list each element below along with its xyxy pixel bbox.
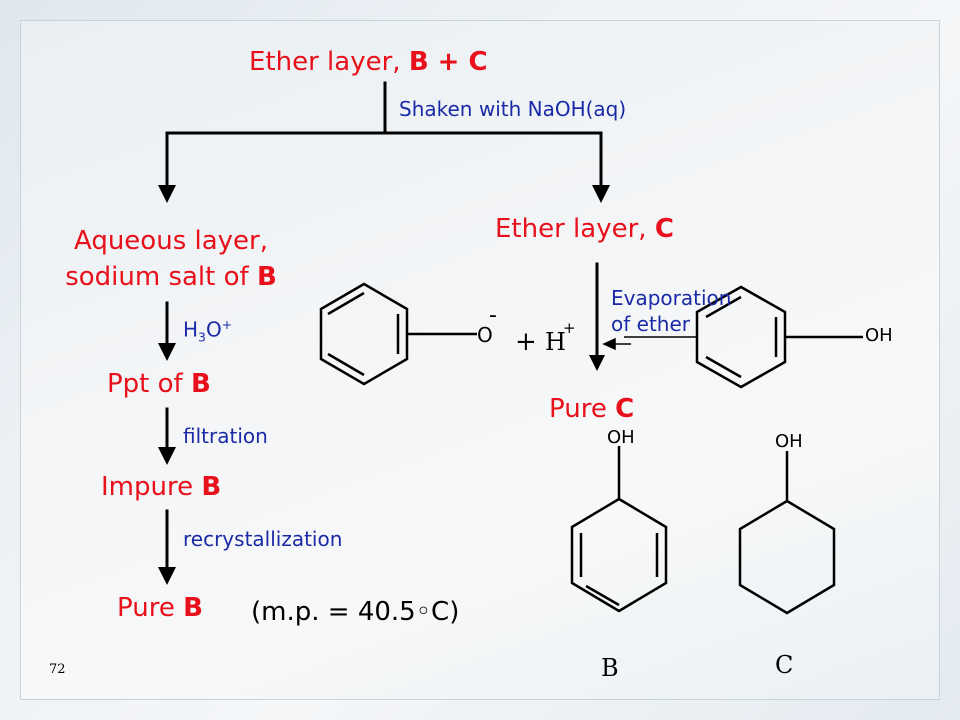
phenol-b-oh: OH	[607, 427, 635, 448]
evaporation-label: Evaporation of ether	[611, 286, 732, 336]
equilibrium-arrow	[602, 336, 697, 351]
h3o-arrowhead	[158, 343, 176, 361]
structure-label-b: B	[601, 654, 619, 682]
cyclohexanol-oh: OH	[775, 431, 803, 452]
phenol-right-ring	[695, 285, 787, 389]
phenoxide-oxygen: O	[477, 323, 493, 347]
impure-b-label: Impure B	[101, 472, 222, 502]
slide: Ether layer, B + C Shaken with NaOH(aq) …	[20, 20, 940, 700]
structure-label-c: C	[775, 651, 794, 679]
aqueous-layer-label: Aqueous layer, sodium salt of B	[31, 223, 311, 295]
proton-symbol: H	[545, 328, 566, 356]
top-ether-bold: B + C	[408, 47, 488, 77]
phenol-b-structure	[570, 446, 668, 613]
phenol-right-oh: OH	[865, 325, 893, 346]
phenol-right-structure	[695, 285, 863, 389]
melting-point-label: (m.p. = 40.5◦C)	[251, 597, 460, 627]
naoh-step-label: Shaken with NaOH(aq)	[399, 97, 627, 121]
cyclohexanol-structure	[738, 451, 836, 615]
phenoxide-ring	[319, 282, 409, 386]
proton-charge: +	[563, 319, 576, 337]
aqueous-line1: Aqueous layer,	[74, 226, 268, 256]
phenoxide-charge: -	[489, 303, 497, 328]
filtration-arrowhead	[158, 447, 176, 465]
phenol-b-ring	[570, 497, 668, 613]
pure-c-label: Pure C	[549, 394, 635, 424]
aqueous-line2: sodium salt of B	[65, 262, 277, 292]
phenoxide-structure	[319, 282, 477, 386]
recryst-arrowhead	[158, 567, 176, 585]
cyclohexanol-ring	[738, 499, 836, 615]
top-ether-label: Ether layer, B + C	[249, 49, 488, 75]
right-branch-arrowhead	[592, 185, 610, 203]
plus-sign: +	[515, 327, 537, 357]
recrystallization-label: recrystallization	[183, 527, 343, 551]
pure-b-label: Pure B	[117, 593, 203, 623]
filtration-label: filtration	[183, 424, 268, 448]
flow-diagram	[158, 81, 863, 615]
left-branch-arrowhead	[158, 185, 176, 203]
evaporation-arrowhead	[589, 355, 605, 371]
top-ether-text: Ether layer,	[249, 47, 409, 77]
ether-c-label: Ether layer, C	[495, 214, 674, 244]
h3o-label: H3O+	[183, 317, 233, 345]
slide-number: 72	[49, 662, 66, 677]
ppt-label: Ppt of B	[107, 369, 211, 399]
